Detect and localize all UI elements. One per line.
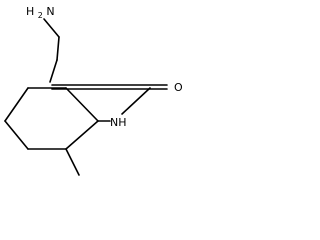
amino-h-label: H bbox=[26, 5, 34, 18]
ring-bond-3 bbox=[4, 120, 29, 150]
bond-methyl bbox=[65, 148, 80, 176]
bond-ch2-carbonyl bbox=[49, 59, 58, 83]
amino-n-label: N bbox=[46, 5, 54, 18]
molecule-structure: H 2 N NH O bbox=[4, 5, 183, 176]
amino-group-label: H 2 N bbox=[26, 5, 55, 21]
bond-carbonyl-nh bbox=[121, 87, 151, 115]
bond-ch2-ch2 bbox=[56, 36, 60, 61]
amino-subscript-label: 2 bbox=[38, 11, 43, 20]
bond-amino-ch2 bbox=[43, 18, 60, 38]
ring-bond-1 bbox=[65, 120, 99, 150]
amide-nitrogen-label: NH bbox=[110, 116, 127, 129]
ring-bond-6 bbox=[65, 87, 99, 122]
ring-bond-4 bbox=[4, 87, 29, 122]
carbonyl-oxygen-label: O bbox=[174, 81, 183, 94]
